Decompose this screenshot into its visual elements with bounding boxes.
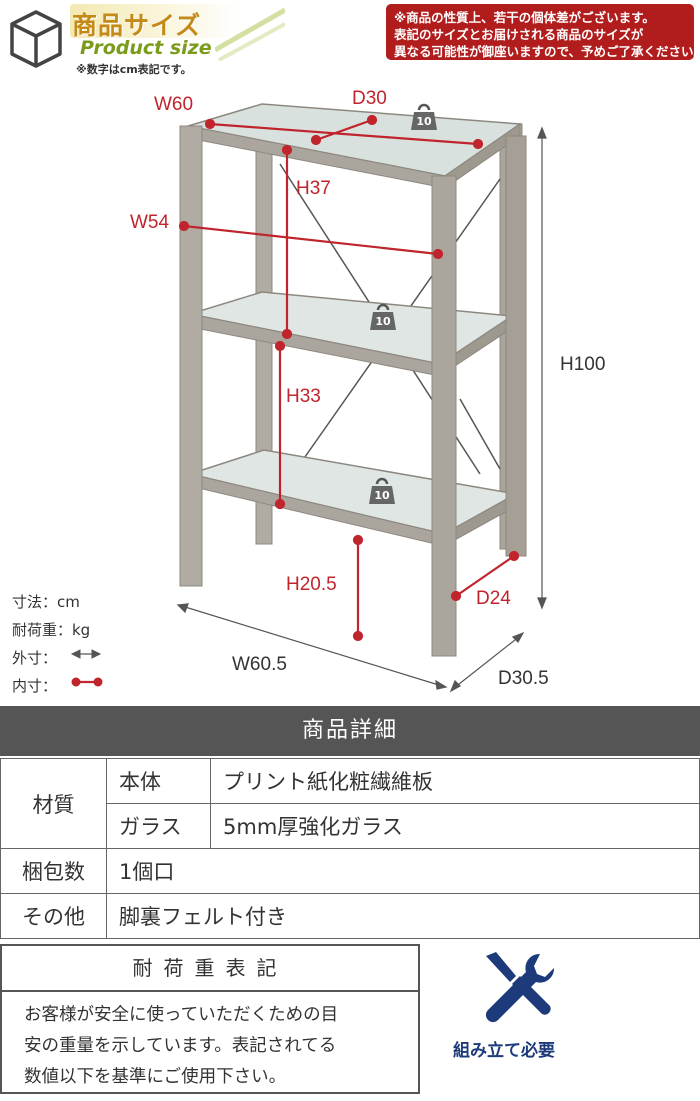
package-category: 梱包数 (0, 848, 107, 894)
shelf-size-diagram: 10 10 10 W60 D30 H37 W54 H33 H20.5 D24 H… (0, 84, 700, 700)
notice-line: 表記のサイズとお届けされる商品のサイズが (394, 27, 644, 42)
load-text-line: お客様が安全に使っていただくための目 (24, 1005, 339, 1025)
table-row: ガラス 5mm厚強化ガラス (1, 803, 700, 849)
size-header: 商品サイズ Product size ※数字はcm表記です。 ※商品の性質上、若… (0, 0, 700, 84)
inner-dimension-lines (178, 114, 520, 642)
title-background (70, 4, 240, 38)
details-header: 商品詳細 (0, 706, 700, 756)
front-right-leg (431, 175, 457, 657)
front-left-leg (179, 125, 203, 587)
other-category: その他 (0, 893, 107, 939)
load-capacity-title: 耐荷重表記 (2, 946, 418, 992)
legend-size: 寸法：cm (12, 593, 80, 611)
legend: 寸法：cm 耐荷重：kg 外寸： 内寸： (12, 588, 90, 700)
legend-load: 耐荷重：kg (12, 621, 91, 639)
material-body-value: プリント紙化粧繊維板 (210, 758, 700, 804)
material-sub-glass: ガラス (106, 803, 211, 849)
details-table: 材質 本体 プリント紙化粧繊維板 ガラス 5mm厚強化ガラス 梱包数 1個口 そ… (0, 758, 700, 939)
load-text-line: 安の重量を示しています。表記されてる (24, 1036, 337, 1056)
weight-icon: 10 (367, 476, 397, 506)
label-height-outer: H100 (560, 354, 606, 375)
label-d-top: D30 (352, 88, 387, 109)
legend-outer: 外寸： (12, 649, 58, 667)
weight-value: 10 (375, 315, 391, 328)
notice-line: ※商品の性質上、若干の個体差がございます。 (394, 10, 655, 25)
weight-value: 10 (416, 115, 432, 128)
label-h-middle: H33 (286, 386, 321, 407)
load-capacity-text: お客様が安全に使っていただくための目 安の重量を示しています。表記されてる 数値… (2, 992, 418, 1093)
label-d-bottom: D24 (476, 588, 511, 609)
label-depth-outer: D30.5 (498, 668, 549, 689)
label-w-inner: W54 (130, 212, 170, 233)
table-row: 梱包数 1個口 (0, 848, 700, 894)
package-value: 1個口 (106, 848, 700, 894)
legend-inner-symbol (71, 677, 103, 687)
table-row: 材質 本体 プリント紙化粧繊維板 (0, 758, 700, 849)
tools-icon (485, 952, 555, 1023)
rear-right-leg (505, 135, 527, 557)
weight-icon: 10 (368, 302, 398, 332)
label-h-upper: H37 (296, 178, 331, 199)
label-w-top: W60 (154, 94, 194, 115)
material-glass-value: 5mm厚強化ガラス (210, 803, 700, 849)
load-capacity-box: 耐荷重表記 お客様が安全に使っていただくための目 安の重量を示しています。表記さ… (0, 944, 420, 1094)
load-text-line: 数値以下を基準にご使用下さい。 (24, 1067, 287, 1087)
label-width-outer: W60.5 (232, 654, 287, 675)
box-icon (10, 10, 62, 68)
legend-inner: 内寸： (12, 677, 58, 695)
shelf-illustration (70, 103, 547, 693)
table-row: その他 脚裏フェルト付き (0, 893, 700, 939)
other-value: 脚裏フェルト付き (106, 893, 700, 939)
material-category: 材質 (0, 758, 107, 849)
notice-line: 異なる可能性が御座いますので、予めご了承ください。 (394, 44, 700, 59)
outer-dimension-lines (176, 126, 547, 693)
size-title-english: Product size (80, 37, 212, 59)
weight-icon: 10 (409, 102, 439, 132)
material-sub-body: 本体 (106, 758, 211, 804)
decorative-swoosh (215, 7, 285, 62)
label-h-lower: H20.5 (286, 574, 337, 595)
individual-difference-notice: ※商品の性質上、若干の個体差がございます。 表記のサイズとお届けされる商品のサイ… (386, 4, 700, 60)
weight-value: 10 (374, 489, 390, 502)
assembly-required-label: 組み立て必要 (453, 1041, 555, 1061)
side-brace (459, 398, 501, 470)
size-title: 商品サイズ (72, 11, 202, 40)
legend-outer-symbol (70, 649, 102, 659)
unit-note: ※数字はcm表記です。 (76, 63, 192, 76)
